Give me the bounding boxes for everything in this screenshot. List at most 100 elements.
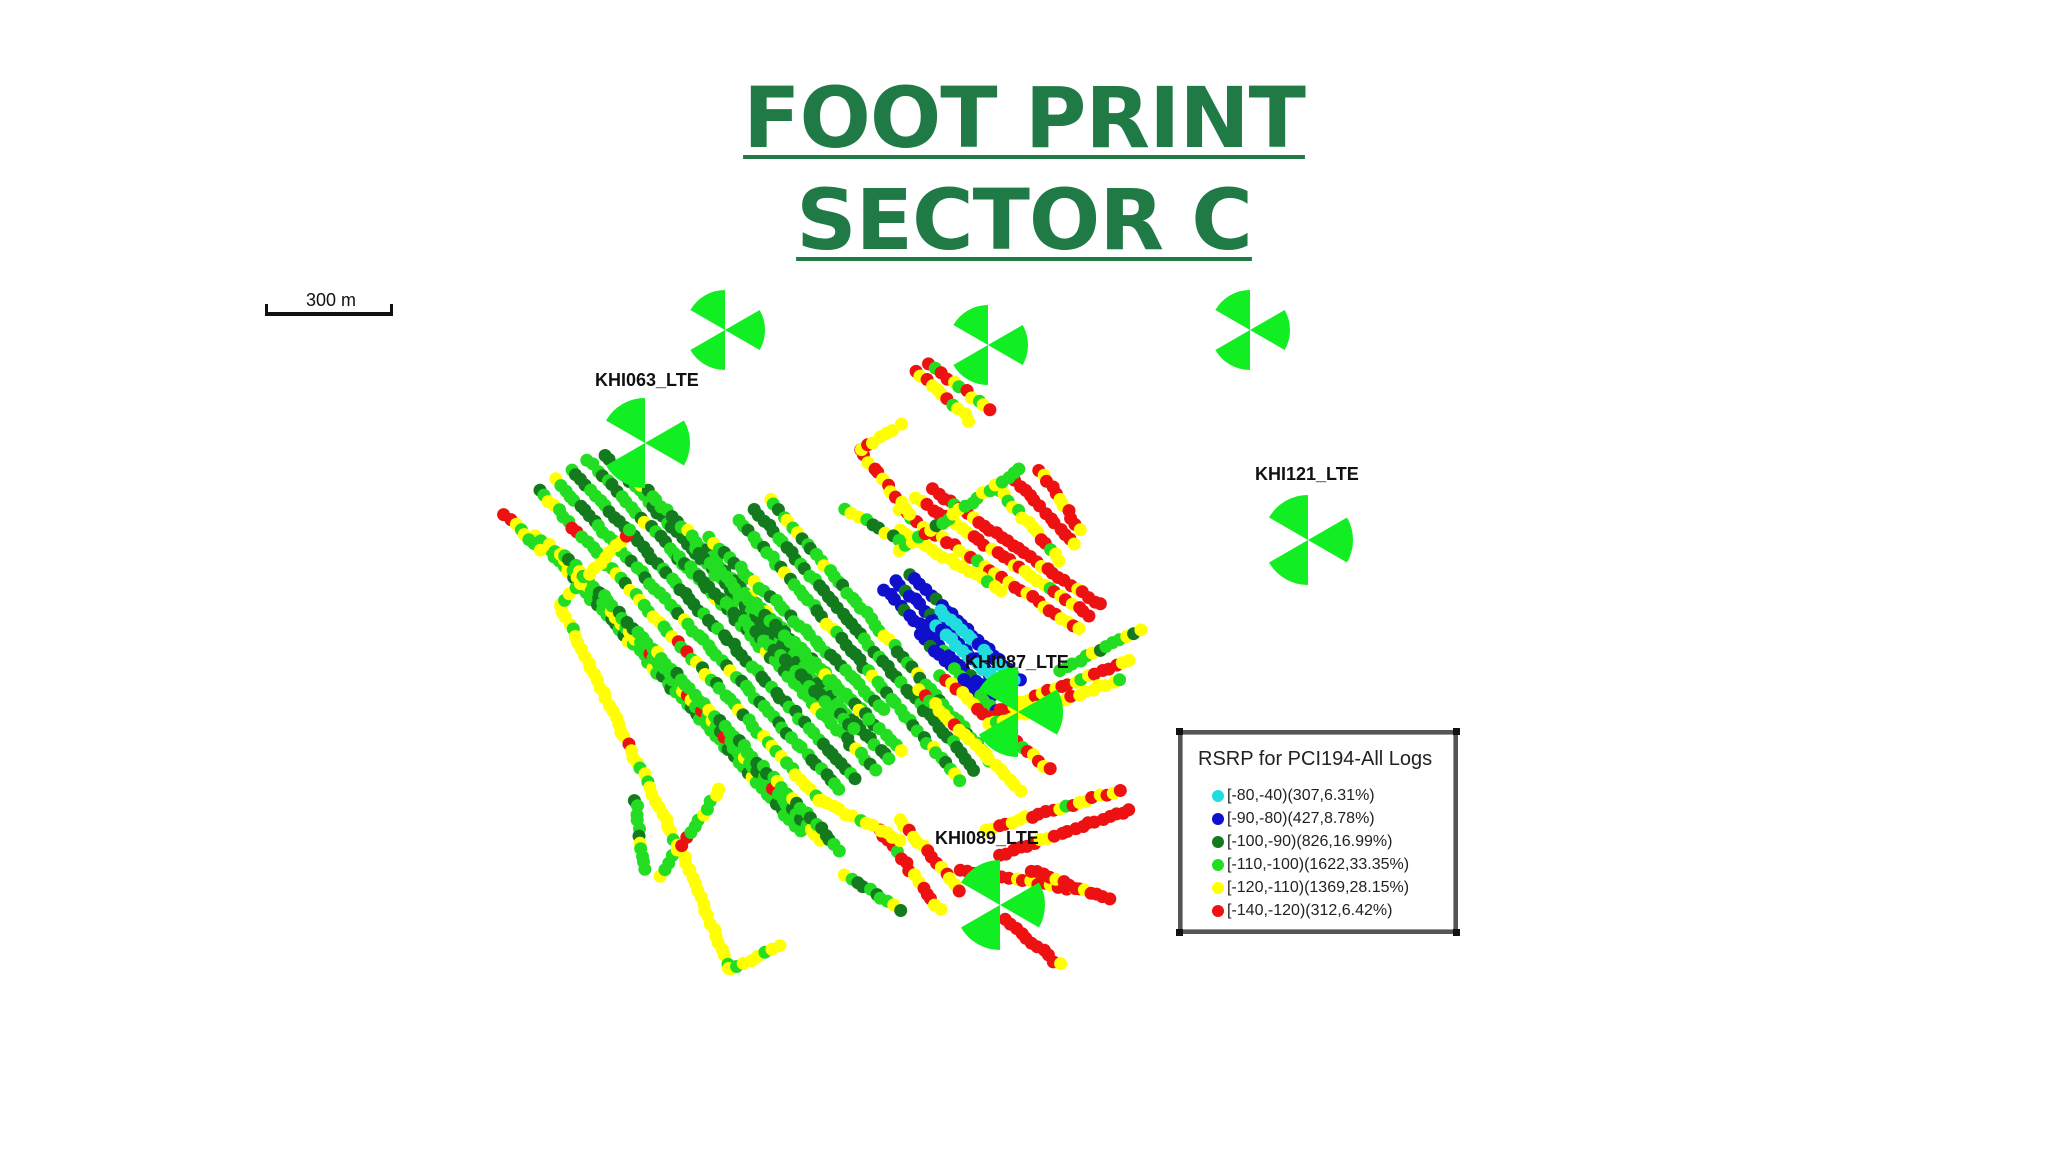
measurement-point xyxy=(773,939,787,953)
measurement-point xyxy=(1043,762,1057,776)
measurement-point xyxy=(877,702,891,716)
antenna-sector-lobe xyxy=(725,310,765,350)
measurement-point xyxy=(994,584,1008,598)
measurement-point xyxy=(1014,784,1028,798)
antenna-sector-lobe xyxy=(690,330,725,370)
measurement-point xyxy=(1122,653,1136,667)
coverage-map[interactable]: KHI063_LTE KHI121_LTE KHI087_LTE KHI089_… xyxy=(300,290,1359,1010)
scale-bar: 300 m xyxy=(265,286,397,322)
measurement-point xyxy=(712,782,726,796)
antenna-sector-icon[interactable] xyxy=(961,860,1045,951)
measurement-point xyxy=(885,424,899,438)
measurement-point xyxy=(1113,784,1127,797)
measurement-point xyxy=(862,712,876,726)
measurement-point xyxy=(533,543,547,557)
measurement-point xyxy=(1073,523,1087,537)
legend-item: [-110,-100)(1622,33.35%) xyxy=(1212,853,1409,876)
antenna-sector-icon[interactable] xyxy=(1269,495,1354,585)
measurement-point xyxy=(882,752,896,766)
measurement-point xyxy=(1052,554,1066,568)
antenna-sector-lobe xyxy=(979,712,1018,757)
map-legend: RSRP for PCI194-All Logs [-80,-40)(307,6… xyxy=(1176,728,1460,936)
antenna-sector-lobe xyxy=(645,420,690,466)
legend-corner xyxy=(1453,728,1460,735)
measurement-point xyxy=(962,414,975,428)
page-title-line-2: SECTOR C xyxy=(0,178,2048,262)
legend-label: [-110,-100)(1622,33.35%) xyxy=(1227,855,1410,873)
site-label-khi089: KHI089_LTE xyxy=(935,828,1039,848)
antenna-sector-lobe xyxy=(1308,517,1354,563)
legend-item: [-90,-80)(427,8.78%) xyxy=(1212,807,1409,830)
antenna-sector-lobe xyxy=(961,905,1000,951)
scale-label: 300 m xyxy=(305,290,357,310)
site-label-khi087: KHI087_LTE xyxy=(965,652,1069,672)
page-title-text-1: FOOT PRINT xyxy=(743,69,1306,167)
antenna-sector-lobe xyxy=(1269,495,1308,540)
legend-swatch-dot xyxy=(1212,789,1224,802)
antenna-sector-lobe xyxy=(1215,290,1250,330)
legend-label: [-90,-80)(427,8.78%) xyxy=(1227,809,1375,827)
measurement-point xyxy=(869,763,883,777)
measurement-point xyxy=(983,403,997,417)
measurement-point xyxy=(1072,622,1086,635)
legend-label: [-120,-110)(1369,28.15%) xyxy=(1227,878,1410,896)
antenna-sector-lobe xyxy=(606,398,645,443)
measurement-point xyxy=(623,523,636,537)
measurement-point xyxy=(1103,892,1117,906)
antenna-sector-lobe xyxy=(1269,540,1308,585)
page-title-line-1: FOOT PRINT xyxy=(0,76,2048,160)
antenna-sector-icon[interactable] xyxy=(1215,290,1290,370)
measurement-point xyxy=(847,722,861,735)
legend-swatch-dot xyxy=(1212,858,1224,871)
antenna-sector-lobe xyxy=(1000,882,1045,928)
measurement-point xyxy=(1054,957,1068,971)
page-title-text-2: SECTOR C xyxy=(796,171,1253,269)
antenna-sector-lobe xyxy=(1215,330,1250,370)
antenna-sector-lobe xyxy=(961,860,1000,905)
measurement-point xyxy=(953,774,967,788)
legend-item: [-100,-90)(826,16.99%) xyxy=(1212,830,1409,853)
antenna-sector-icon[interactable] xyxy=(606,398,690,488)
legend-swatch-dot xyxy=(1212,904,1224,917)
legend-label: [-140,-120)(312,6.42%) xyxy=(1227,901,1393,919)
antenna-sector-icon[interactable] xyxy=(979,667,1063,757)
legend-swatch-dot xyxy=(1212,835,1224,848)
measurement-point xyxy=(894,744,908,758)
antenna-sector-icon[interactable] xyxy=(953,305,1028,385)
measurement-point xyxy=(1122,803,1136,817)
antenna-sector-icon[interactable] xyxy=(690,290,765,370)
antenna-sector-lobe xyxy=(606,443,645,488)
measurement-point xyxy=(1113,673,1127,687)
legend-item: [-120,-110)(1369,28.15%) xyxy=(1212,876,1409,899)
site-label-khi063: KHI063_LTE xyxy=(595,370,699,390)
legend-item: [-80,-40)(307,6.31%) xyxy=(1212,784,1409,807)
legend-corner xyxy=(1453,929,1460,936)
measurement-point xyxy=(895,417,908,431)
antenna-sector-lobe xyxy=(953,345,988,385)
antenna-sector-lobe xyxy=(1250,310,1290,350)
measurement-point xyxy=(1082,609,1096,623)
coverage-map-canvas xyxy=(497,290,1354,976)
measurement-point xyxy=(893,834,907,847)
measurement-point xyxy=(1067,537,1081,551)
scale-line xyxy=(265,304,393,316)
antenna-sector-lobe xyxy=(988,325,1028,365)
measurement-point xyxy=(832,844,846,858)
legend-items: [-80,-40)(307,6.31%) [-90,-80)(427,8.78%… xyxy=(1212,784,1409,922)
measurement-point xyxy=(903,507,916,521)
measurement-point xyxy=(967,763,980,777)
site-label-khi121: KHI121_LTE xyxy=(1255,464,1359,484)
legend-item: [-140,-120)(312,6.42%) xyxy=(1212,899,1409,922)
measurement-point xyxy=(952,884,966,898)
legend-label: [-100,-90)(826,16.99%) xyxy=(1227,832,1393,850)
measurement-point xyxy=(638,862,652,876)
legend-corner xyxy=(1176,728,1183,735)
antenna-sector-lobe xyxy=(953,305,988,345)
measurement-point xyxy=(1093,597,1107,611)
measurement-point xyxy=(1134,623,1148,637)
measurement-point xyxy=(832,782,846,796)
antenna-sector-lobe xyxy=(690,290,725,330)
legend-title: RSRP for PCI194-All Logs xyxy=(1198,748,1433,770)
antenna-sector-lobe xyxy=(979,667,1018,712)
legend-corner xyxy=(1176,929,1183,936)
